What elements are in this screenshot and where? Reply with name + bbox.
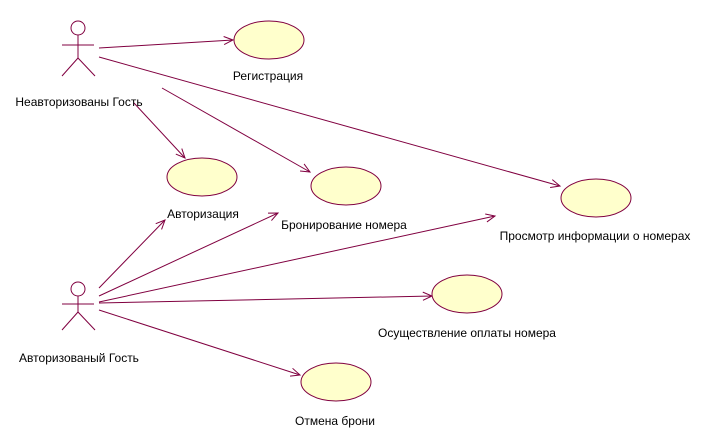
association-guest-to-registration [98,36,235,49]
actor-figure-icon [61,281,96,331]
actor-label: Авторизованый Гость [19,351,139,365]
association-auth-guest-to-booking [98,212,280,297]
use-case-cancel[interactable]: Отмена брони [295,362,375,428]
association-guest-to-view-rooms [98,56,562,188]
use-case-registration[interactable]: Регистрация [233,20,305,83]
arrowhead-icon [550,179,562,188]
use-case-ellipse [300,362,372,402]
use-case-label: Бронирование номера [281,218,407,232]
association-auth-guest-to-view-rooms [98,213,497,303]
association-guest-to-booking [161,87,312,173]
arrowhead-icon [290,367,302,377]
use-case-label: Просмотр информации о номерах [500,229,691,243]
association-guest-to-login [133,102,186,159]
arrowhead-icon [223,36,235,46]
actor-label: Неавторизованы Гость [15,95,142,109]
association-auth-guest-to-payment [98,291,434,304]
use-case-ellipse [431,274,503,314]
use-case-label: Авторизация [167,207,239,221]
use-case-ellipse [166,157,238,197]
use-case-ellipse [560,178,632,218]
use-case-ellipse [233,20,305,60]
association-auth-guest-to-cancel [98,309,302,377]
association-auth-guest-to-login [98,219,166,289]
actor-auth-guest[interactable]: Авторизованый Гость [19,281,139,365]
use-case-view-rooms[interactable]: Просмотр информации о номерах [500,178,691,243]
actor-figure-icon [61,20,96,77]
arrowhead-icon [155,219,166,230]
use-case-ellipse [310,166,382,206]
arrowhead-icon [485,213,497,223]
use-case-label: Регистрация [233,69,303,83]
use-case-label: Отмена брони [295,414,375,428]
associations [98,36,562,377]
actor-guest[interactable]: Неавторизованы Гость [15,20,143,109]
use-case-label: Осуществление оплаты номера [378,326,556,340]
arrowhead-icon [299,163,312,173]
arrowhead-icon [267,212,280,221]
use-case-booking[interactable]: Бронирование номера [281,166,407,232]
use-case-login[interactable]: Авторизация [166,157,239,221]
use-case-payment[interactable]: Осуществление оплаты номера [378,274,556,340]
arrowhead-icon [175,148,186,159]
